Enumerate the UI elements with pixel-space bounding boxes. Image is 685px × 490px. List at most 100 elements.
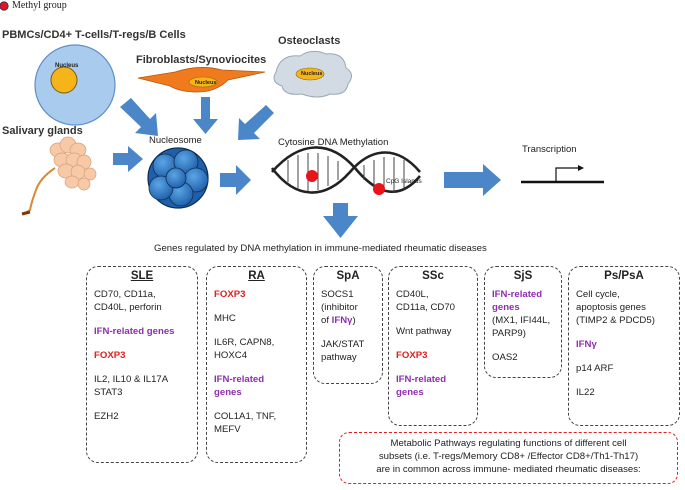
gene-item: CD40L, perforin <box>94 302 162 313</box>
arrow-pbmc <box>120 98 158 136</box>
metabolic-line-3: are in common across immune- mediated rh… <box>376 464 641 475</box>
disease-title-ssc: SSc <box>422 270 444 282</box>
gene-item: FOXP3 <box>94 350 126 361</box>
item-gap <box>94 338 197 349</box>
legend-label: Methyl group <box>12 0 67 11</box>
metabolic-line-2: subsets (i.e. T-regs/Memory CD8+ /Effect… <box>378 451 639 462</box>
gene-item: genes <box>396 387 424 398</box>
gene-item: CD40L, <box>396 289 429 300</box>
pbmc-nucleus-label: Nucleus <box>55 63 79 69</box>
gene-item: pathway <box>321 352 357 363</box>
gene-item: PARP9) <box>492 328 526 339</box>
gene-item: SOCS1 <box>321 289 354 300</box>
item-gap <box>576 375 679 386</box>
disease-items-spa: SOCS1 (inhibitor of IFNγ) JAK/STAT pathway <box>321 288 382 364</box>
gene-item: (MX1, IFI44L, <box>492 315 551 326</box>
gene-item: genes <box>492 302 520 313</box>
gene-item: Cell cycle, <box>576 289 620 300</box>
fibroblast-nucleus-label: Nucleus <box>195 80 217 86</box>
item-gap <box>94 399 197 410</box>
dna-helix-graphic <box>270 146 421 195</box>
transcription-label: Transcription <box>522 144 577 155</box>
gene-item: IFN-related <box>214 374 265 385</box>
gene-item: IFNγ <box>576 339 597 350</box>
methyl-dot-1 <box>306 170 318 182</box>
gene-item: IL6R, CAPN8, <box>214 337 275 348</box>
gene-item: IL22 <box>576 387 595 398</box>
item-gap <box>94 314 197 325</box>
gene-item: OAS2 <box>492 352 518 363</box>
item-gap <box>576 327 679 338</box>
gene-item: IFN-related <box>492 289 543 300</box>
disease-title-ra: RA <box>248 270 265 282</box>
item-gap <box>94 362 197 373</box>
gene-item: (inhibitor <box>321 302 358 313</box>
disease-items-sjs: IFN-related genes (MX1, IFI44L, PARP9) OAS2 <box>492 288 561 364</box>
item-gap <box>576 351 679 362</box>
arrow-genes <box>323 203 358 238</box>
gene-item: EZH2 <box>94 411 119 422</box>
nucleosome-graphic <box>147 147 209 209</box>
item-gap <box>396 362 477 373</box>
gene-item: Wnt pathway <box>396 326 452 337</box>
item-gap <box>214 362 306 373</box>
arrow-transcription <box>444 164 501 196</box>
item-gap <box>214 301 306 312</box>
item-gap <box>492 340 561 351</box>
item-gap <box>214 325 306 336</box>
item-gap <box>396 314 477 325</box>
genes-title: Genes regulated by DNA methylation in im… <box>154 243 487 254</box>
gene-item: (TIMP2 & PDCD5) <box>576 315 655 326</box>
gene-item: FOXP3 <box>396 350 428 361</box>
methyl-legend-dot <box>0 1 9 11</box>
cpg-label: CpG Islands <box>386 178 422 185</box>
gene-item: of IFNγ) <box>321 315 356 326</box>
gene-item: STAT3 <box>94 387 123 398</box>
disease-title-sjs: SjS <box>513 270 533 282</box>
arrow-osteo <box>238 105 274 140</box>
disease-box-pspsa: Ps/PsA Cell cycle, apoptosis genes (TIMP2 … <box>568 266 680 426</box>
gene-item: MHC <box>214 313 236 324</box>
item-gap <box>396 338 477 349</box>
osteoclast-nucleus <box>295 67 325 81</box>
gene-item: JAK/STAT <box>321 339 365 350</box>
gene-item: IFN-related <box>396 374 447 385</box>
pbmc-nucleus <box>50 66 78 94</box>
item-gap <box>214 399 306 410</box>
disease-title-sle: SLE <box>130 270 154 282</box>
item-gap <box>321 327 382 338</box>
methylation-label: Cytosine DNA Methylation <box>278 137 389 148</box>
gene-item: apoptosis genes <box>576 302 646 313</box>
nucleosome-label: Nucleosome <box>149 135 202 146</box>
methyl-dot-2 <box>373 183 385 195</box>
gene-item: FOXP3 <box>214 289 246 300</box>
pbmc-label: PBMCs/CD4+ T-cells/T-regs/B Cells <box>2 29 186 41</box>
gene-item: IFN-related genes <box>94 326 175 337</box>
transcription-graphic <box>521 165 604 184</box>
gene-item: CD11a, CD70 <box>396 302 456 313</box>
fibroblast-nucleus <box>188 76 218 88</box>
osteoclast-label: Osteoclasts <box>278 35 341 47</box>
arrow-fibro <box>193 97 218 134</box>
gene-item: IL2, IL10 & IL17A <box>94 374 169 385</box>
disease-box-sjs: SjS IFN-related genes (MX1, IFI44L, PARP9) O… <box>484 266 562 378</box>
salivary-label: Salivary glands <box>2 125 83 137</box>
arrow-nucleosome <box>220 165 251 195</box>
gene-item: genes <box>214 387 242 398</box>
disease-title-spa: SpA <box>336 270 360 282</box>
fibroblast-label: Fibroblasts/Synoviocites <box>136 54 267 66</box>
gene-item: HOXC4 <box>214 350 248 361</box>
disease-box-spa: SpA SOCS1 (inhibitor of IFNγ) JAK/STAT pathw… <box>313 266 383 384</box>
gene-item: p14 ARF <box>576 363 614 374</box>
metabolic-line-1: Metabolic Pathways regulating functions … <box>390 438 627 449</box>
gene-item: CD70, CD11a, <box>94 289 156 300</box>
arrow-salivary <box>113 146 143 172</box>
disease-title-pspsa: Ps/PsA <box>604 270 644 282</box>
flow-arrows <box>113 97 501 238</box>
